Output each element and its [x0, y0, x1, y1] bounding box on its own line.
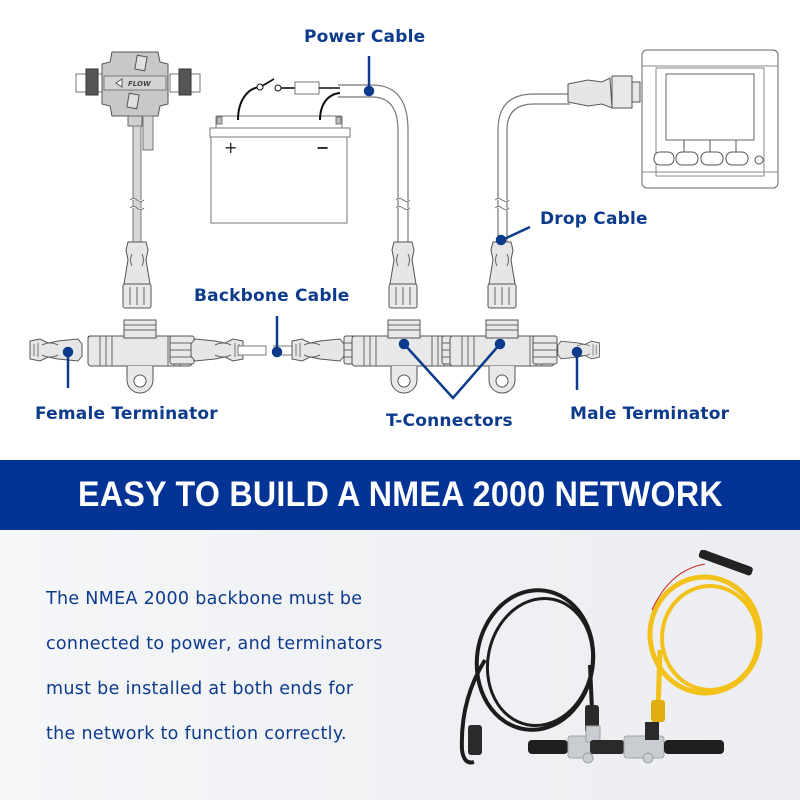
- tee-assembly: [528, 722, 724, 764]
- headline-banner: EASY TO BUILD A NMEA 2000 NETWORK: [0, 460, 800, 530]
- battery: + −: [209, 78, 351, 224]
- label-t-connectors: T-Connectors: [386, 411, 513, 431]
- label-backbone-cable: Backbone Cable: [194, 286, 350, 306]
- description-line: the network to function correctly.: [46, 724, 347, 744]
- flow-text: FLOW: [128, 80, 151, 88]
- label-power-cable: Power Cable: [304, 27, 426, 47]
- backbone: [29, 241, 600, 394]
- info-section: The NMEA 2000 backbone must be connected…: [0, 530, 800, 800]
- headline-title: EASY TO BUILD A NMEA 2000 NETWORK: [77, 475, 723, 514]
- yellow-cable: [647, 574, 763, 711]
- positive-terminal-sign: +: [224, 138, 237, 157]
- display-unit: [641, 49, 779, 189]
- power-tap: FLOW: [75, 51, 201, 307]
- black-cable: [459, 588, 596, 765]
- display-connector: [567, 75, 641, 109]
- label-male-terminator: Male Terminator: [570, 404, 730, 424]
- product-photo: [459, 550, 763, 765]
- label-female-terminator: Female Terminator: [35, 404, 218, 424]
- label-drop-cable: Drop Cable: [540, 209, 648, 229]
- yellow-cable-connector: [651, 700, 665, 722]
- negative-terminal-sign: −: [316, 138, 329, 157]
- inline-fuse: [698, 550, 753, 576]
- description-text: The NMEA 2000 backbone must be connected…: [46, 577, 446, 757]
- diagram-drawing: FLOW + −: [29, 49, 779, 400]
- network-diagram: FLOW + −: [29, 27, 779, 431]
- leader-lines: [62, 56, 583, 400]
- description-line: connected to power, and terminators: [46, 634, 383, 654]
- red-wire: [651, 563, 706, 611]
- description-line: must be installed at both ends for: [46, 679, 354, 699]
- description-line: The NMEA 2000 backbone must be: [46, 589, 363, 609]
